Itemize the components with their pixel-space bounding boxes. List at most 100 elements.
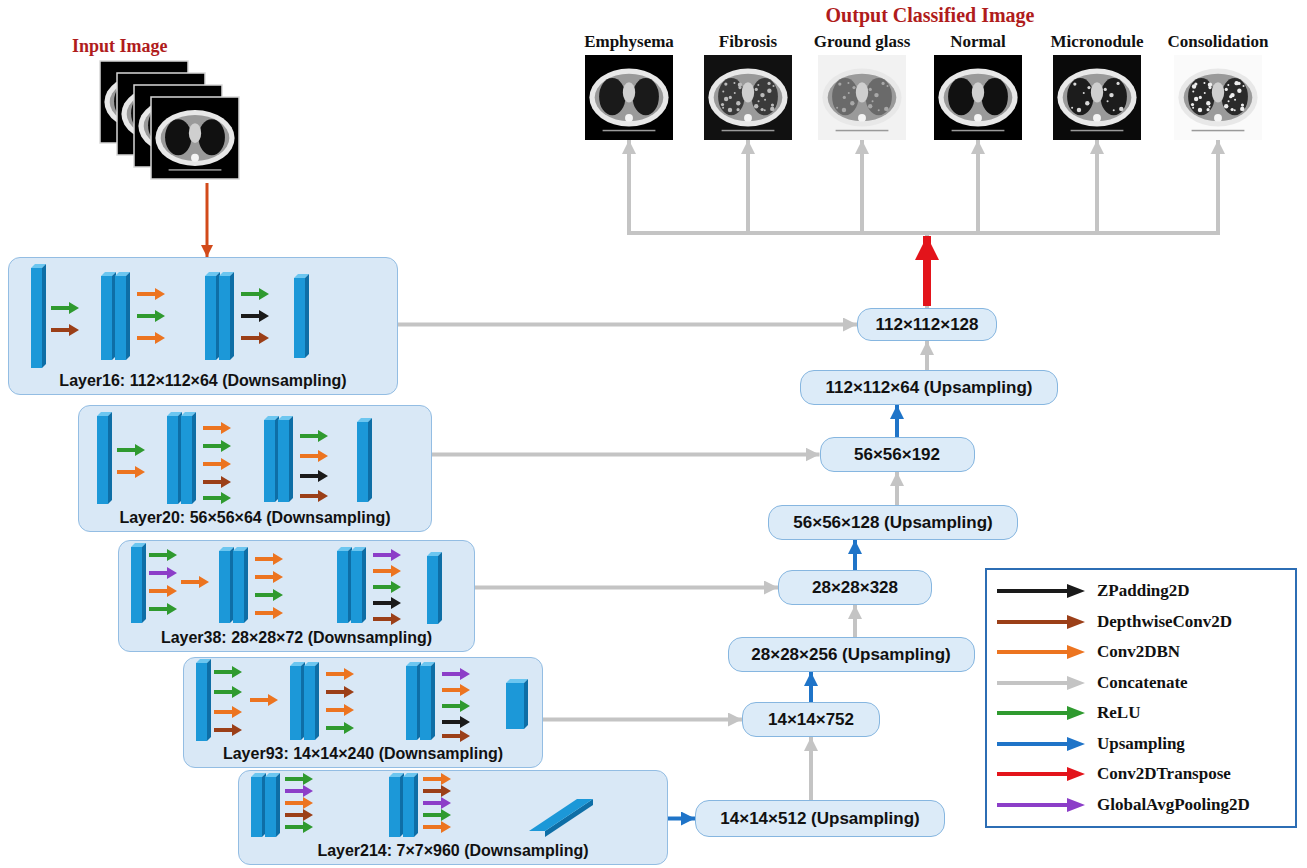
feature-map-slab	[219, 551, 230, 623]
feature-size-label: 28×28×328	[812, 578, 898, 598]
ct-scan-part	[767, 89, 771, 93]
operation-arrow	[241, 332, 269, 344]
ct-scan-part	[1174, 55, 1262, 140]
layer-label: Layer93: 14×14×240 (Downsampling)	[223, 744, 503, 763]
operation-arrow	[285, 809, 313, 821]
feature-map-slab	[126, 272, 130, 360]
ct-scan-part	[773, 85, 775, 87]
operation-arrow	[373, 549, 401, 561]
legend-arrow	[995, 797, 1087, 813]
ct-scan-part	[722, 130, 775, 132]
ct-scan-part	[721, 103, 724, 106]
ct-scan-part	[1240, 107, 1244, 111]
feature-map-slab	[414, 773, 418, 837]
class-image-panel: Normal	[934, 32, 1022, 140]
ct-scan-image	[585, 55, 673, 140]
class-image-panel: Fibrosis	[704, 32, 792, 140]
ct-scan-part	[842, 108, 846, 112]
feature-map-slab	[362, 547, 366, 623]
ct-scan-part	[752, 78, 778, 115]
ct-scan-part	[718, 78, 744, 115]
ct-scan-part	[1116, 82, 1119, 85]
class-label: Emphysema	[584, 32, 674, 52]
legend-arrow-shape	[997, 706, 1085, 720]
output-title: Output Classified Image	[760, 3, 1100, 27]
ct-scan-part	[758, 100, 760, 102]
upsampling-arrow	[853, 540, 857, 570]
operation-arrow	[203, 440, 231, 452]
ct-scan-part	[764, 99, 766, 101]
ct-scan-part	[189, 123, 201, 143]
legend-label: DepthwiseConv2D	[1097, 612, 1232, 632]
feature-map-slab	[244, 547, 248, 623]
ct-scan-part	[1104, 88, 1107, 91]
ct-scan-part	[858, 114, 866, 122]
feature-map-slab	[294, 278, 305, 358]
feature-map-slab	[233, 551, 244, 623]
ct-scan-part	[944, 74, 1013, 122]
ct-scan-image	[818, 55, 906, 140]
concatenate-arrow	[809, 737, 813, 800]
ct-scan-part	[1109, 93, 1113, 97]
ct-scan-part	[1237, 89, 1241, 93]
operation-arrow	[300, 430, 328, 442]
legend-arrow-shape	[997, 676, 1085, 690]
legend-arrow	[995, 736, 1087, 752]
ct-scan-part	[1073, 82, 1076, 85]
operation-arrow	[149, 585, 177, 597]
legend-arrow	[995, 644, 1087, 660]
ct-scan-part	[165, 119, 191, 155]
legend-row: Upsampling	[995, 729, 1287, 760]
ct-scan-part	[1085, 101, 1089, 105]
operation-arrow	[117, 466, 145, 478]
legend-label: Conv2DBN	[1097, 642, 1180, 662]
operation-arrow	[442, 700, 470, 712]
feature-map-slab	[315, 662, 319, 740]
feature-map-slab	[289, 416, 293, 502]
feature-map-slab	[427, 556, 438, 624]
ct-scan-part	[155, 110, 234, 166]
ct-scan-part	[764, 109, 766, 111]
feature-map-slab	[529, 799, 593, 831]
ct-scan-image	[1053, 55, 1141, 140]
concatenate-arrow	[927, 140, 1218, 308]
concatenate-arrow	[927, 140, 978, 308]
legend-arrow-shape	[997, 737, 1085, 751]
legend-label: ReLU	[1097, 703, 1140, 723]
operation-arrow	[255, 589, 283, 601]
ct-scan-part	[761, 108, 764, 111]
operation-arrow	[442, 684, 470, 696]
operation-arrow	[326, 722, 354, 734]
ct-scan-part	[1234, 81, 1238, 85]
feature-map-slab	[389, 777, 400, 837]
ct-scan-part	[1083, 92, 1085, 94]
ct-scan-part	[757, 84, 759, 86]
operation-arrow	[203, 476, 231, 488]
ct-scan-part	[755, 88, 758, 91]
ct-scan-part	[1203, 82, 1205, 84]
feature-map-slab	[31, 268, 42, 368]
operation-arrow	[300, 450, 328, 462]
ct-slice-border	[151, 97, 239, 179]
ct-scan-part	[191, 154, 199, 162]
ct-scan-part	[736, 108, 739, 111]
feature-map-slab	[438, 552, 442, 624]
feature-map-slab	[357, 422, 368, 502]
ct-scan-part	[734, 92, 736, 94]
legend-row: ZPadding2D	[995, 576, 1287, 607]
ct-scan-part	[881, 82, 884, 85]
operation-arrow	[285, 785, 313, 797]
feature-size-label: 56×56×192	[854, 445, 940, 465]
ct-scan-part	[1212, 82, 1224, 102]
ct-scan-part	[884, 107, 888, 111]
operation-arrow	[149, 567, 177, 579]
ct-scan-part	[736, 101, 740, 105]
operation-arrow	[326, 668, 354, 680]
ct-scan-part	[1119, 107, 1123, 111]
ct-scan-part	[625, 114, 633, 122]
ct-scan-part	[878, 109, 880, 111]
concatenate-arrow	[475, 586, 778, 590]
ct-scan-part	[1071, 107, 1073, 109]
ct-scan-part	[742, 82, 754, 102]
